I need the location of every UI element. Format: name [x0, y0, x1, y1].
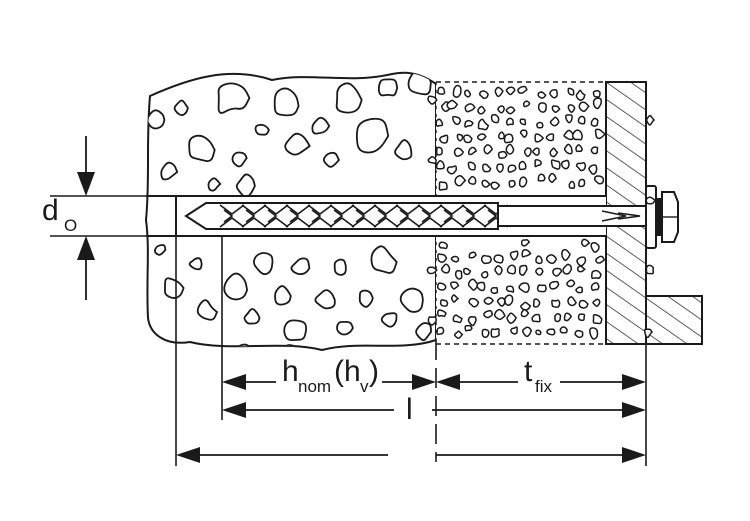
- hnom-label-sub: nom: [298, 377, 331, 396]
- coarse-aggregate: [146, 72, 432, 350]
- arrowhead-icon: [436, 374, 460, 390]
- arrowheads: [77, 172, 646, 463]
- arrowhead-icon: [622, 402, 646, 418]
- d0-label-main: d: [42, 194, 59, 227]
- hex-head-and-washer: [645, 185, 679, 249]
- screw-shank: [497, 205, 649, 227]
- l-label: l: [406, 393, 413, 426]
- anchor-plug: [184, 202, 509, 230]
- hv-label-open: (h: [334, 355, 361, 388]
- tfix-label-sub: fix: [535, 377, 553, 396]
- arrowhead-icon: [176, 447, 200, 463]
- arrowhead-icon: [622, 374, 646, 390]
- arrowhead-icon: [222, 374, 246, 390]
- pebble-edge-mark: [645, 114, 655, 126]
- pebble-edge-mark: [426, 266, 438, 275]
- extension-lines: [50, 195, 647, 466]
- pebble-edge-mark: [645, 264, 655, 275]
- arrowhead-icon: [222, 402, 246, 418]
- fine-aggregate: [436, 84, 606, 340]
- pebble-edge-mark: [427, 95, 438, 105]
- pebble-edge-mark: [427, 156, 438, 165]
- hv-label-close: ): [369, 355, 379, 388]
- arrowhead-icon: [77, 236, 95, 260]
- d0-label-sub: O: [64, 216, 77, 235]
- pebble-edge-mark: [427, 316, 438, 326]
- dimension-lines: [85, 136, 624, 456]
- arrowhead-icon: [77, 172, 95, 196]
- fine-aggregate-block: [435, 81, 606, 345]
- tfix-label-main: t: [524, 355, 533, 388]
- hnom-label-main: h: [282, 355, 299, 388]
- arrowhead-icon: [412, 374, 436, 390]
- pebble-edge-mark: [645, 196, 656, 205]
- hv-label-sub: v: [360, 377, 369, 396]
- arrowhead-icon: [622, 447, 646, 463]
- expansion-fins: [219, 204, 509, 228]
- pebble-edge-mark: [643, 328, 653, 339]
